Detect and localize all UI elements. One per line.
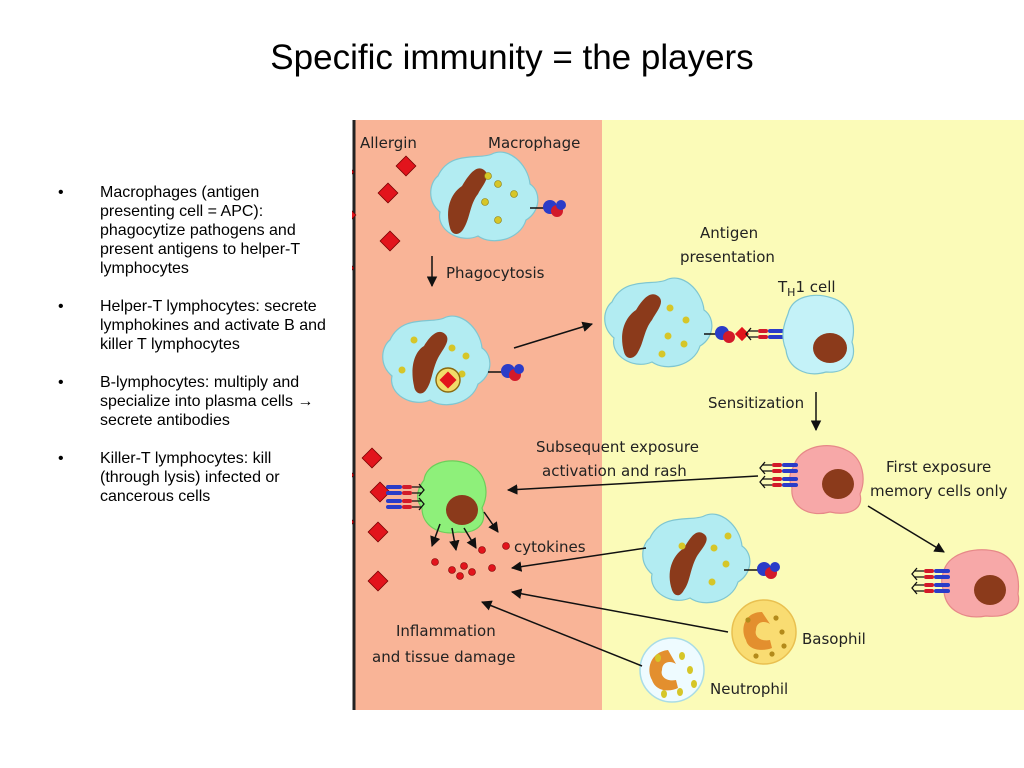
nucleus — [813, 333, 847, 363]
bullet-helper-t: • Helper-T lymphocytes: secrete lymphokin… — [58, 297, 328, 354]
macrophage-presenting — [604, 277, 713, 368]
allergen-icon — [379, 230, 401, 252]
label-allergin: Allergin — [360, 134, 417, 152]
activated-cell — [385, 460, 487, 534]
label-first-exposure-2: memory cells only — [870, 482, 1008, 500]
nucleus — [669, 532, 707, 596]
bullet-marker: • — [58, 298, 64, 315]
allergen-icon — [395, 155, 417, 177]
nucleus — [446, 495, 478, 525]
memory-cell-first-exposure — [911, 549, 1020, 618]
slide-title: Specific immunity = the players — [270, 38, 754, 77]
label-subsequent-2: activation and rash — [542, 462, 687, 480]
antigen-presentation-complex — [704, 326, 785, 343]
th1-cell — [782, 294, 855, 375]
allergen-icon — [361, 447, 383, 469]
arrow-cytokines — [510, 547, 647, 572]
macrophage-phagocytosis — [382, 315, 525, 406]
label-cytokines: cytokines — [514, 538, 586, 556]
allergen-icon — [369, 481, 391, 503]
allergen-icon — [367, 570, 389, 592]
bullet-marker: • — [58, 184, 64, 201]
arrow-first-exposure — [867, 505, 945, 553]
bullet-macrophages: • Macrophages (antigen presenting cell = … — [58, 183, 328, 278]
nucleus — [412, 331, 448, 394]
label-inflammation-2: and tissue damage — [372, 648, 515, 666]
label-phagocytosis: Phagocytosis — [446, 264, 545, 282]
nucleus — [448, 168, 488, 234]
allergen-markers — [352, 155, 417, 592]
bullet-list: • Macrophages (antigen presenting cell = … — [58, 183, 328, 525]
bullet-text: Helper-T lymphocytes: secrete lymphokine… — [100, 298, 326, 353]
label-first-exposure-1: First exposure — [886, 458, 991, 476]
bullet-text: B-lymphocytes: multiply and specialize i… — [100, 374, 314, 429]
release-arrows — [430, 511, 499, 552]
arrow-subsequent-exposure — [506, 475, 759, 495]
memory-cell-subsequent — [759, 445, 864, 515]
nucleus — [743, 612, 772, 650]
nucleus — [974, 575, 1006, 605]
bullet-b-lymphocytes: • B-lymphocytes: multiply and specialize … — [58, 373, 328, 430]
macrophage-cell-lower — [642, 513, 781, 604]
nucleus — [622, 294, 662, 358]
bullet-killer-t: • Killer-T lymphocytes: kill (through ly… — [58, 449, 328, 506]
arrow-basophil — [510, 588, 729, 633]
right-panel — [602, 120, 1024, 710]
bullet-text: Killer-T lymphocytes: kill (through lysi… — [100, 450, 280, 505]
label-antigen-presentation-2: presentation — [680, 248, 775, 266]
allergen-icon — [377, 182, 399, 204]
label-basophil: Basophil — [802, 630, 866, 648]
label-inflammation-1: Inflammation — [396, 622, 496, 640]
label-th1-cell: TH1 cell — [777, 278, 836, 299]
label-macrophage: Macrophage — [488, 134, 580, 152]
arrow-to-presentation — [513, 321, 594, 349]
label-subsequent-1: Subsequent exposure — [536, 438, 699, 456]
arrow-neutrophil — [481, 600, 643, 667]
label-antigen-presentation-1: Antigen — [700, 224, 758, 242]
flow-arrows — [426, 256, 945, 667]
bullet-marker: • — [58, 450, 64, 467]
macrophage-cell — [430, 151, 567, 242]
basophil-cell — [731, 599, 797, 665]
neutrophil-cell — [639, 637, 705, 703]
allergen-icon — [367, 521, 389, 543]
bullet-marker: • — [58, 374, 64, 391]
label-neutrophil: Neutrophil — [710, 680, 788, 698]
bullet-text: Macrophages (antigen presenting cell = A… — [100, 184, 300, 277]
cytokine-release — [431, 542, 510, 580]
immune-response-diagram: Allergin Macrophage Phagocytosis Antigen… — [352, 120, 1024, 710]
nucleus — [822, 469, 854, 499]
label-sensitization: Sensitization — [708, 394, 804, 412]
